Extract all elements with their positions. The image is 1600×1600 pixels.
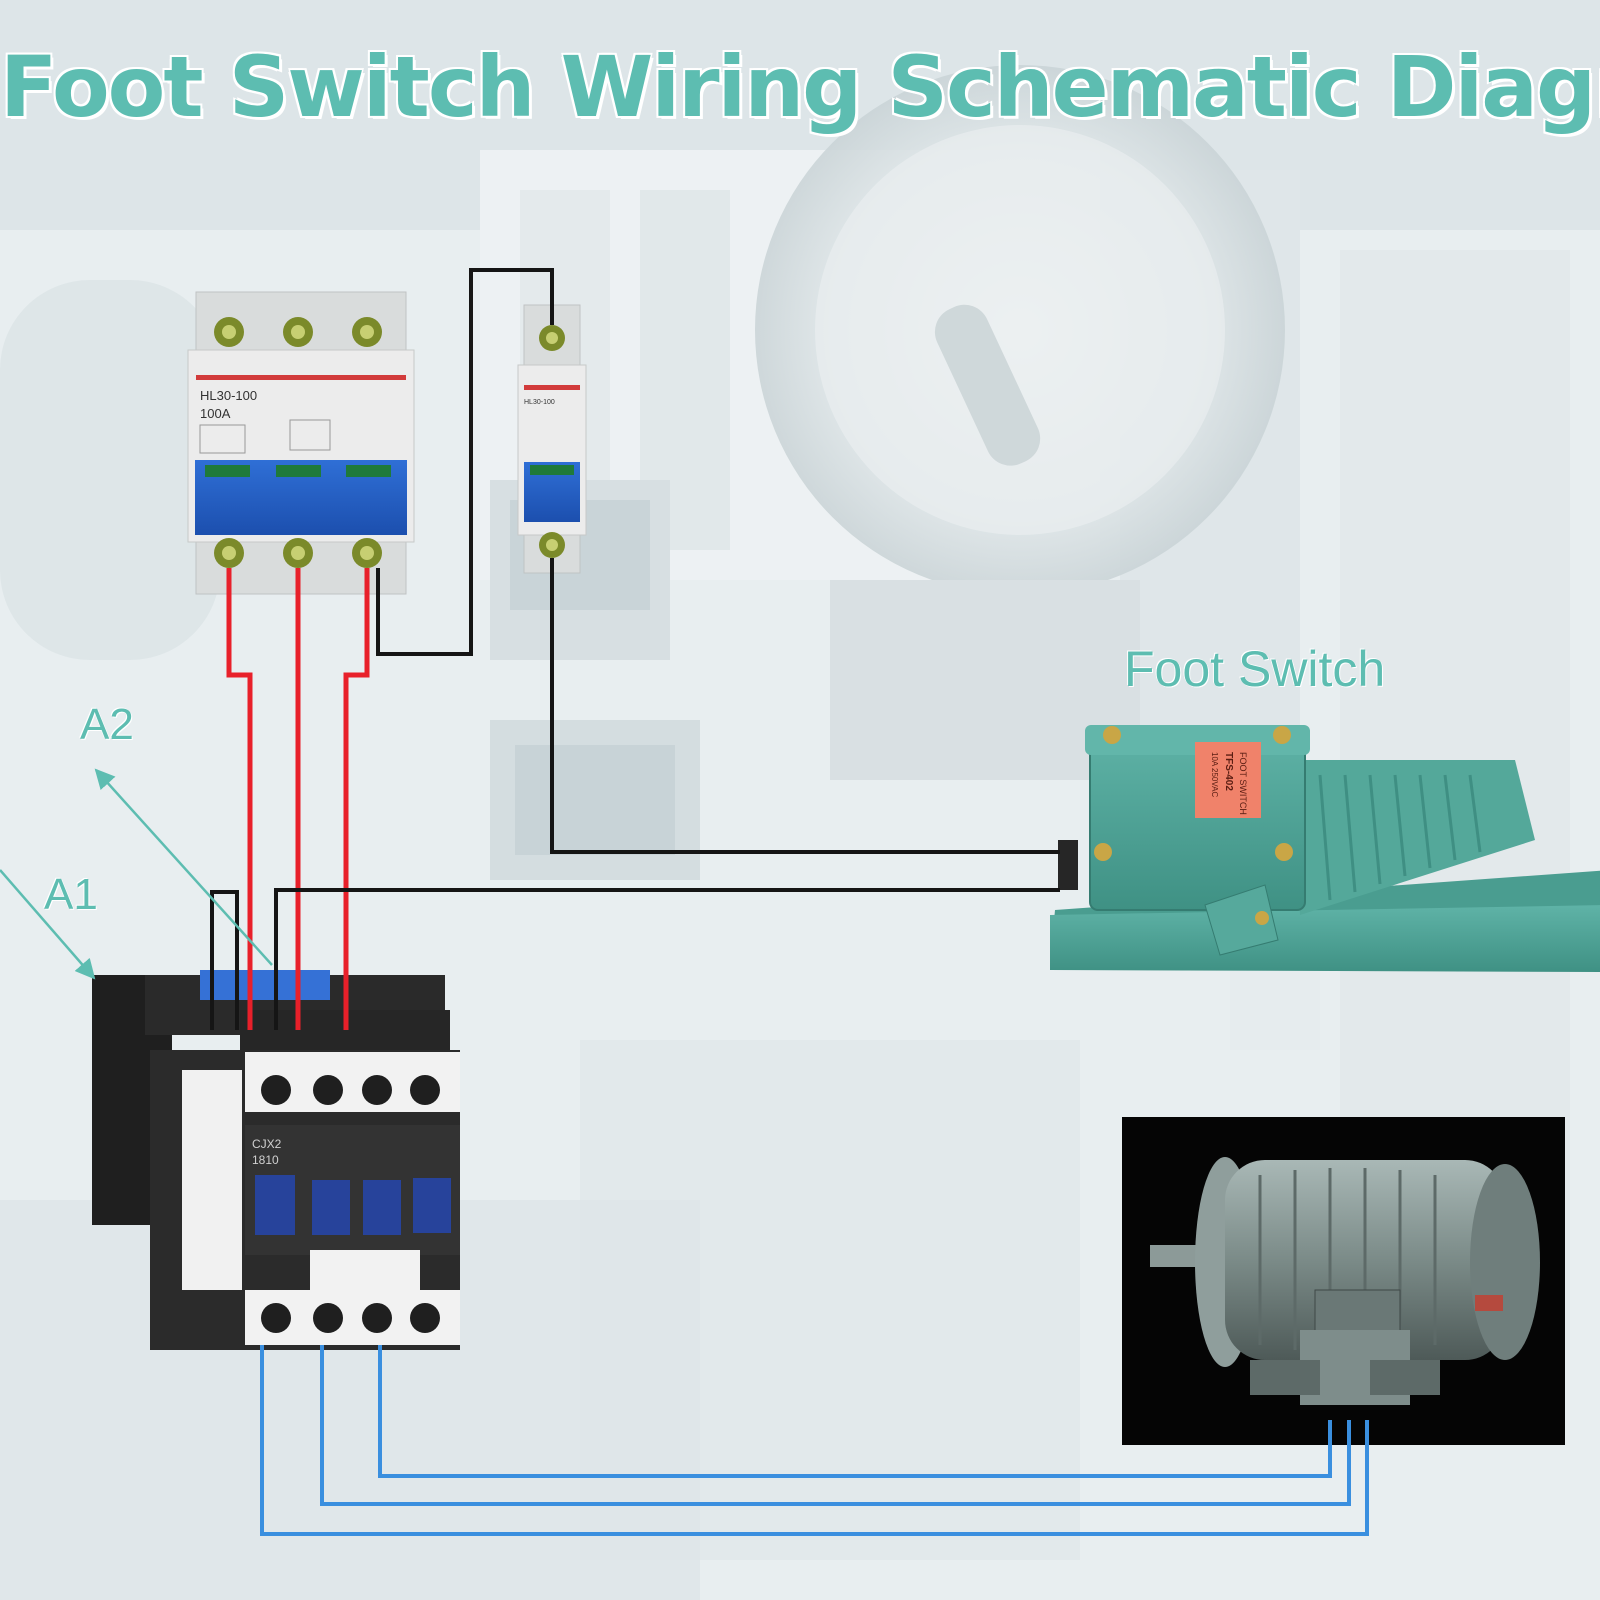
motor-wire-v bbox=[320, 1345, 1351, 1506]
page-title: Foot Switch Wiring Schematic Diagram bbox=[0, 38, 1600, 136]
terminal-a1-label: A1 bbox=[44, 870, 98, 919]
foot-switch-plate-line-2: TFS-402 bbox=[1223, 752, 1234, 791]
breaker-top-terminals bbox=[214, 317, 382, 347]
breaker-model-text: HL30-100 bbox=[200, 388, 257, 403]
foot-switch-device: FOOT SWITCH TFS-402 10A 250VAC bbox=[1050, 725, 1600, 972]
single-pole-breaker: HL30-100 bbox=[517, 304, 587, 574]
a1-arrow bbox=[0, 869, 96, 980]
terminal-a2-label: A2 bbox=[80, 700, 134, 749]
contactor-code-text: 1810 bbox=[252, 1153, 279, 1167]
control-wire-breaker-link bbox=[376, 268, 554, 656]
callout-arrows bbox=[0, 768, 273, 980]
small-breaker-model-text: HL30-100 bbox=[524, 399, 555, 406]
control-wire-a1 bbox=[210, 890, 239, 1030]
control-wires bbox=[210, 268, 1060, 1030]
foot-switch-plate-line-1: FOOT SWITCH bbox=[1238, 752, 1248, 815]
breaker-bottom-terminals bbox=[214, 538, 382, 568]
power-wire-l3 bbox=[343, 568, 370, 1030]
motor-wire-u bbox=[378, 1345, 1332, 1478]
motor-photo bbox=[1122, 1117, 1565, 1445]
motor-wires bbox=[260, 1345, 1369, 1536]
foot-switch-label: Foot Switch bbox=[1124, 641, 1386, 697]
power-wire-l1 bbox=[226, 568, 253, 1030]
contactor-device: CJX2 1810 bbox=[92, 970, 460, 1350]
control-wire-foot-switch-return bbox=[274, 888, 1060, 1030]
a2-arrow bbox=[94, 768, 273, 966]
contactor-model-text: CJX2 bbox=[252, 1137, 282, 1151]
foot-switch-plate-line-3: 10A 250VAC bbox=[1210, 752, 1219, 797]
three-pole-breaker: HL30-100 100A bbox=[187, 291, 415, 595]
breaker-current-text: 100A bbox=[200, 406, 231, 421]
power-wires bbox=[226, 568, 370, 1030]
motor-wire-w bbox=[260, 1345, 1369, 1536]
control-wire-to-foot-switch bbox=[550, 558, 1060, 854]
